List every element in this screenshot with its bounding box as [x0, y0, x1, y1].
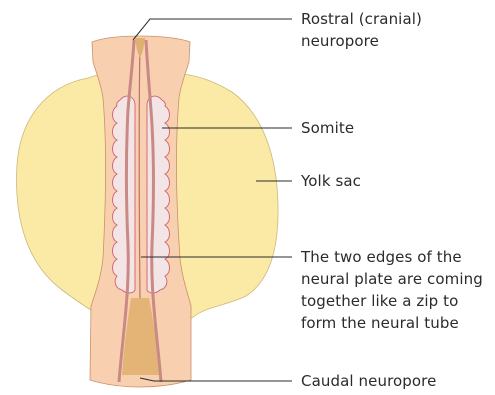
neural-plate-edges-label-line4: form the neural tube: [301, 312, 483, 334]
neural-plate-edges-label-line2: neural plate are coming: [301, 268, 483, 290]
somite-column-left: [113, 96, 136, 293]
yolk-sac-label: Yolk sac: [301, 170, 361, 192]
somite-label: Somite: [301, 117, 354, 139]
rostral-neuropore-label-line1: Rostral (cranial): [301, 8, 422, 30]
caudal-neuropore-label: Caudal neuropore: [301, 370, 436, 392]
rostral-neuropore-label: Rostral (cranial) neuropore: [301, 8, 422, 52]
neural-plate-edges-label: The two edges of the neural plate are co…: [301, 246, 483, 334]
neural-plate-edges-label-line3: together like a zip to: [301, 290, 483, 312]
neural-plate-edges-label-line1: The two edges of the: [301, 246, 483, 268]
rostral-neuropore-label-line2: neuropore: [301, 30, 422, 52]
